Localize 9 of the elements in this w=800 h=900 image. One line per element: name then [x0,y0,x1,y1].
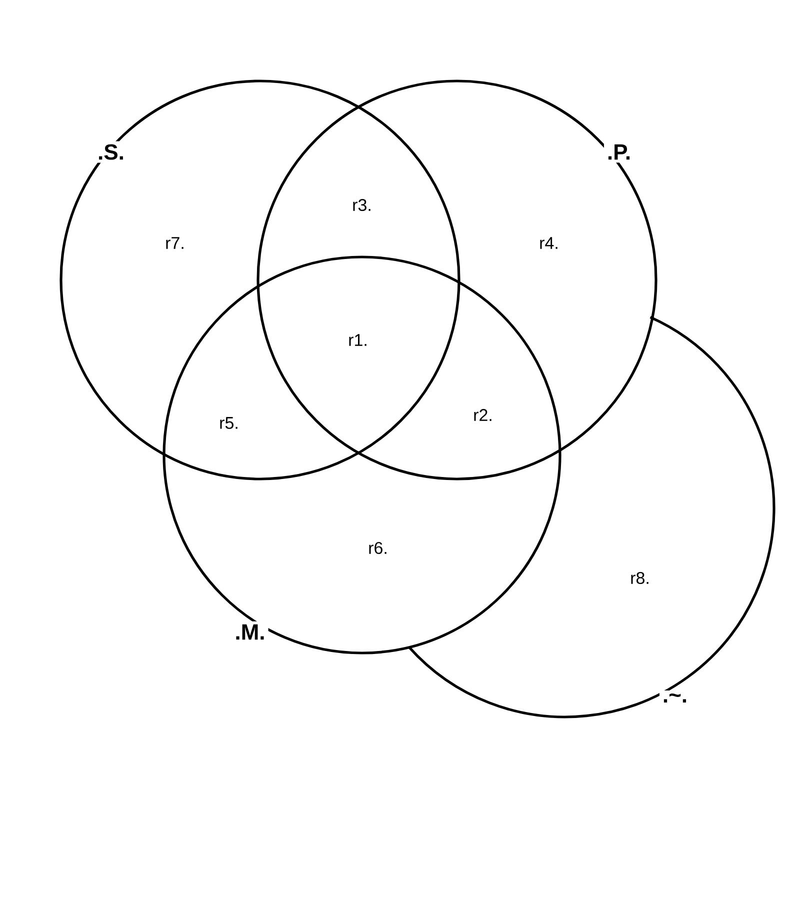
region-label: r1. [349,334,366,346]
region-label: r3. [353,198,370,212]
region-label: r5. [220,417,238,429]
region-label: r6. [369,542,386,554]
region-label: r2. [474,409,492,421]
region-label: r4. [540,237,558,249]
region-label: r8. [631,572,648,584]
node-label: .~. [664,693,686,703]
region-label: r7. [166,237,184,249]
